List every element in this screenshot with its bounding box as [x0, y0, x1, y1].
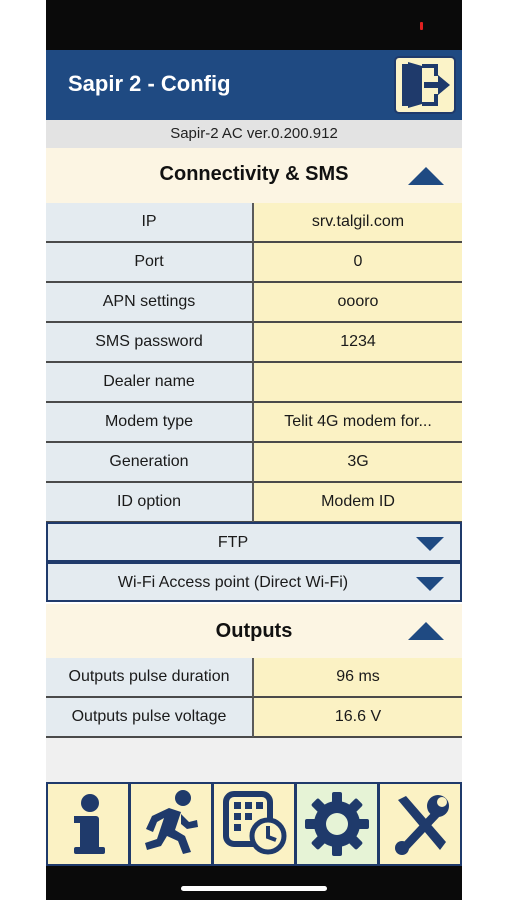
setting-label: APN settings — [46, 283, 253, 323]
section-title: Wi-Fi Access point (Direct Wi-Fi) — [117, 574, 349, 591]
exit-door-icon — [402, 62, 450, 108]
setting-value-port[interactable]: 0 — [253, 243, 462, 283]
setting-value-pulse-voltage[interactable]: 16.6 V — [253, 698, 462, 738]
setting-row-port: Port 0 — [46, 243, 462, 283]
setting-row-pulse-duration: Outputs pulse duration 96 ms — [46, 658, 462, 698]
setting-label: SMS password — [46, 323, 253, 363]
setting-label: Modem type — [46, 403, 253, 443]
setting-label: Dealer name — [46, 363, 253, 403]
collapse-arrow-icon[interactable] — [408, 622, 444, 640]
running-man-icon — [145, 790, 198, 854]
setting-label: IP — [46, 203, 253, 243]
setting-label: ID option — [46, 483, 253, 523]
setting-value-generation[interactable]: 3G — [253, 443, 462, 483]
setting-value-dealer-name[interactable] — [253, 363, 462, 403]
setting-label: Outputs pulse voltage — [46, 698, 253, 738]
tools-icon — [395, 795, 449, 855]
setting-label: Generation — [46, 443, 253, 483]
setting-row-apn: APN settings oooro — [46, 283, 462, 323]
collapse-arrow-icon[interactable] — [408, 167, 444, 185]
bottom-toolbar — [46, 782, 462, 866]
exit-button[interactable] — [394, 56, 456, 114]
setting-row-generation: Generation 3G — [46, 443, 462, 483]
recording-indicator — [420, 22, 423, 30]
outputs-section-header[interactable]: Outputs — [46, 604, 462, 658]
wifi-section-header[interactable]: Wi-Fi Access point (Direct Wi-Fi) — [46, 562, 462, 602]
setting-label: Port — [46, 243, 253, 283]
setting-row-ip: IP srv.talgil.com — [46, 203, 462, 243]
setting-value-apn[interactable]: oooro — [253, 283, 462, 323]
setting-row-id-option: ID option Modem ID — [46, 483, 462, 523]
setting-row-pulse-voltage: Outputs pulse voltage 16.6 V — [46, 698, 462, 738]
home-indicator-area — [46, 866, 462, 900]
setting-label: Outputs pulse duration — [46, 658, 253, 698]
expand-arrow-icon[interactable] — [416, 537, 444, 551]
title-bar: Sapir 2 - Config — [46, 50, 462, 120]
setting-row-dealer-name: Dealer name — [46, 363, 462, 403]
setting-value-pulse-duration[interactable]: 96 ms — [253, 658, 462, 698]
setting-value-sms-password[interactable]: 1234 — [253, 323, 462, 363]
phone-screen: Sapir 2 - Config Sapir-2 AC ver.0.200.91… — [46, 0, 462, 900]
connectivity-section-header[interactable]: Connectivity & SMS — [46, 148, 462, 203]
info-button[interactable] — [48, 784, 128, 864]
setting-value-ip[interactable]: srv.talgil.com — [253, 203, 462, 243]
settings-button[interactable] — [297, 784, 377, 864]
schedule-icon — [223, 791, 287, 855]
manual-run-button[interactable] — [131, 784, 211, 864]
page-title: Sapir 2 - Config — [68, 71, 231, 96]
ftp-section-header[interactable]: FTP — [46, 522, 462, 562]
schedule-button[interactable] — [214, 784, 294, 864]
status-bar — [46, 0, 462, 50]
section-title: Outputs — [215, 620, 293, 642]
section-title: FTP — [217, 534, 249, 551]
info-icon — [74, 794, 105, 854]
tools-button[interactable] — [380, 784, 460, 864]
version-text: Sapir-2 AC ver.0.200.912 — [46, 120, 462, 148]
setting-value-modem-type[interactable]: Telit 4G modem for... — [253, 403, 462, 443]
expand-arrow-icon[interactable] — [416, 577, 444, 591]
setting-row-modem-type: Modem type Telit 4G modem for... — [46, 403, 462, 443]
section-title: Connectivity & SMS — [159, 163, 349, 185]
content-filler — [46, 738, 462, 782]
setting-value-id-option[interactable]: Modem ID — [253, 483, 462, 523]
setting-row-sms-password: SMS password 1234 — [46, 323, 462, 363]
gear-icon — [305, 792, 369, 856]
home-indicator[interactable] — [181, 886, 327, 891]
